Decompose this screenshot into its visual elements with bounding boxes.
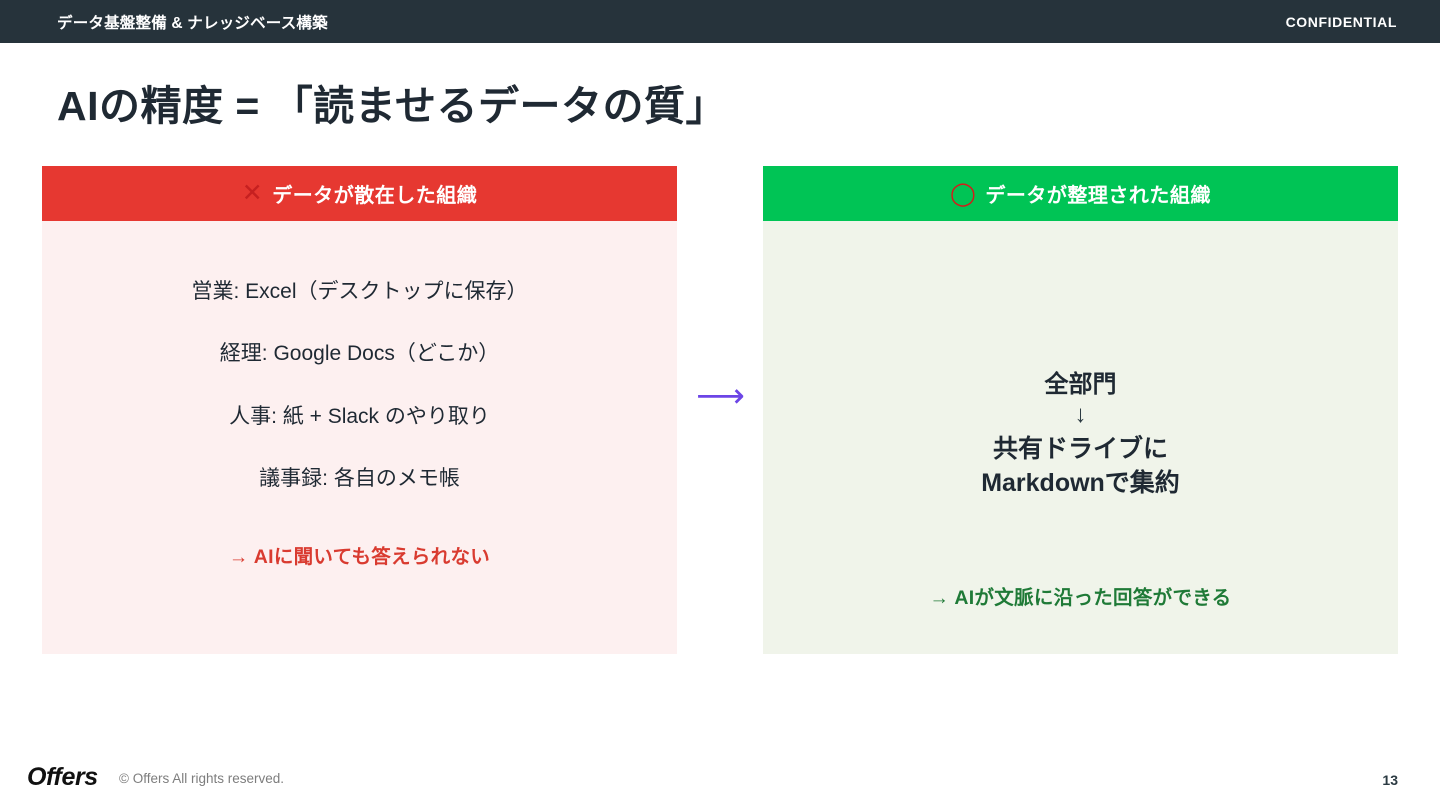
panel-body-organized: 全部門 ↓ 共有ドライブに Markdownで集約 → AIが文脈に沿った回答が…	[763, 221, 1398, 654]
organized-data-stack: 全部門 ↓ 共有ドライブに Markdownで集約	[763, 221, 1398, 654]
confidential-label: CONFIDENTIAL	[1285, 13, 1397, 30]
top-bar: データ基盤整備 & ナレッジベース構築 CONFIDENTIAL	[0, 0, 1440, 43]
panel-heading-text: データが散在した組織	[272, 185, 478, 207]
offers-logo: Offers	[27, 763, 98, 791]
deck-title: データ基盤整備 & ナレッジベース構築	[57, 14, 328, 32]
list-item: 経理: Google Docs（どこか）	[219, 342, 500, 366]
shared-drive-line-2: Markdownで集約	[981, 469, 1180, 498]
down-arrow-icon: ↓	[1074, 400, 1087, 428]
footer: Offers © Offers All rights reserved. 13	[0, 752, 1440, 810]
panel-body-scattered: 営業: Excel（デスクトップに保存） 経理: Google Docs（どこか…	[42, 221, 677, 654]
list-item: 営業: Excel（デスクトップに保存）	[191, 280, 528, 303]
conclusion-organized-wrap: → AIが文脈に沿った回答ができる	[763, 581, 1398, 610]
panel-scattered-data: ✕ データが散在した組織 営業: Excel（デスクトップに保存） 経理: Go…	[42, 166, 677, 654]
copyright-text: © Offers All rights reserved.	[119, 771, 285, 786]
panel-organized-data: ◯ データが整理された組織 全部門 ↓ 共有ドライブに Markdownで集約 …	[763, 166, 1398, 654]
list-item: 人事: 紙 + Slack のやり取り	[229, 404, 490, 428]
list-item: 議事録: 各自のメモ帳	[259, 466, 460, 490]
shared-drive-label: 共有ドライブに Markdownで集約	[981, 432, 1180, 500]
conclusion-scattered: → AIに聞いても答えられない	[228, 546, 491, 568]
cross-mark-icon: ✕	[241, 179, 264, 207]
panel-header-scattered: ✕ データが散在した組織	[42, 166, 677, 221]
scattered-data-list: 営業: Excel（デスクトップに保存） 経理: Google Docs（どこか…	[42, 221, 677, 510]
shared-drive-line-1: 共有ドライブに	[992, 435, 1168, 464]
transition-arrow-icon: ⟶	[696, 377, 745, 415]
panel-header-organized: ◯ データが整理された組織	[763, 166, 1398, 221]
all-departments-label: 全部門	[1044, 370, 1117, 398]
conclusion-organized: → AIが文脈に沿った回答ができる	[929, 587, 1232, 609]
panel-heading-text: データが整理された組織	[985, 185, 1211, 207]
page-title: AIの精度 = 「読ませるデータの質」	[57, 83, 727, 129]
circle-mark-icon: ◯	[950, 180, 977, 206]
page-number: 13	[1382, 772, 1398, 788]
